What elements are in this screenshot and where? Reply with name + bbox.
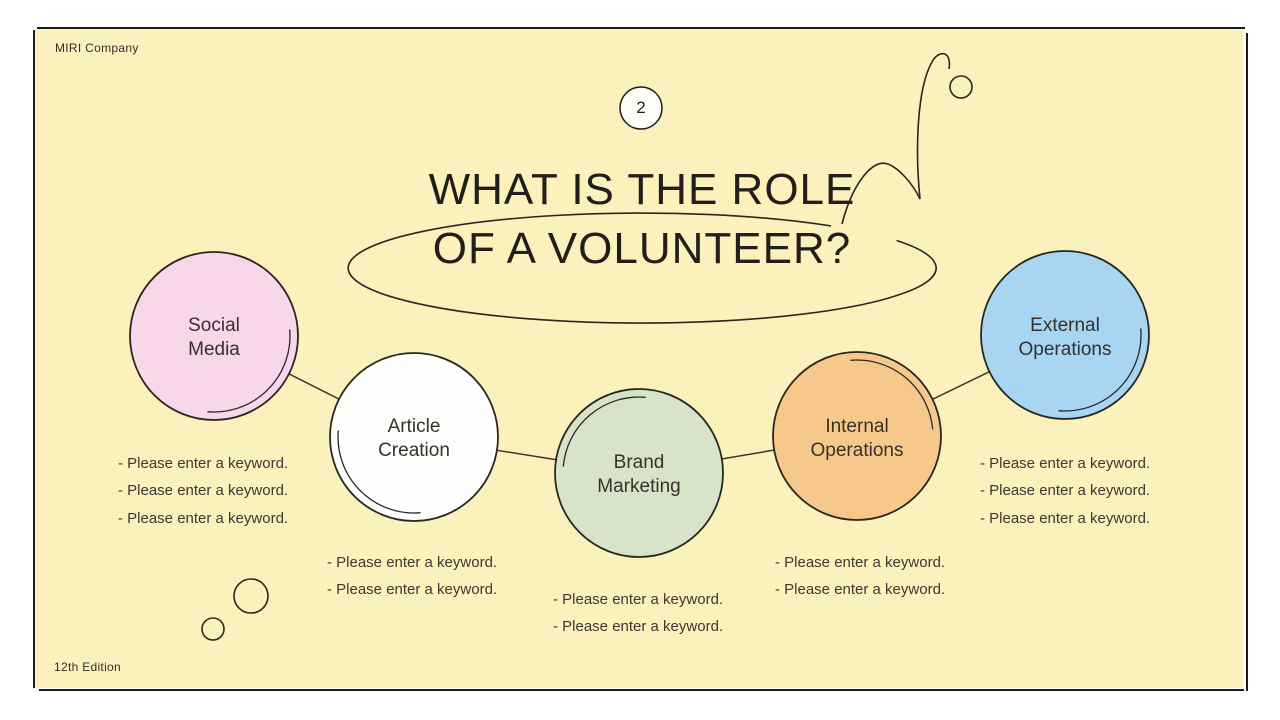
brand-marketing-label-line-2: Marketing	[597, 476, 681, 497]
social-media-keywords: - Please enter a keyword. - Please enter…	[118, 450, 288, 532]
internal-operations-label-line-1: Internal	[825, 416, 889, 437]
internal-operations-circle	[772, 351, 942, 521]
brand-marketing-inner-arc	[562, 396, 646, 467]
article-creation-label-line-1: Article	[387, 416, 441, 437]
flourish-tall-arc	[916, 52, 951, 200]
external-operations-label: External Operations	[980, 314, 1150, 362]
slide-title: WHAT IS THE ROLE OF A VOLUNTEER?	[330, 160, 954, 278]
social-media-label-line-2: Media	[188, 339, 240, 360]
article-creation-label: Article Creation	[329, 415, 499, 463]
article-creation-inner-arc	[337, 430, 421, 514]
page-number: 2	[636, 98, 646, 117]
social-media-inner-arc	[207, 329, 291, 413]
keyword-item: - Please enter a keyword.	[553, 618, 724, 636]
internal-operations-inner-arc	[850, 359, 934, 430]
internal-operations-label: Internal Operations	[772, 415, 942, 463]
social-media-circle	[129, 251, 299, 421]
external-operations-keywords: - Please enter a keyword. - Please enter…	[980, 450, 1150, 532]
article-creation-keywords: - Please enter a keyword. - Please enter…	[327, 549, 497, 604]
slide-title-line-1: WHAT IS THE ROLE	[428, 165, 856, 214]
keyword-item: - Please enter a keyword.	[775, 581, 946, 599]
page-number-circle	[619, 86, 663, 130]
keyword-item: - Please enter a keyword.	[118, 455, 289, 472]
social-media-label: Social Media	[129, 314, 299, 362]
internal-operations-keywords: - Please enter a keyword. - Please enter…	[775, 549, 945, 604]
social-media-label-line-1: Social	[188, 315, 240, 336]
decor-circle-large	[233, 578, 269, 614]
brand-marketing-label-line-1: Brand	[613, 452, 665, 473]
brand-marketing-label: Brand Marketing	[554, 451, 724, 499]
title-ellipse	[347, 212, 937, 324]
keyword-item: - Please enter a keyword.	[980, 509, 1151, 527]
decor-circle-small	[201, 617, 225, 641]
keyword-item: - Please enter a keyword.	[327, 581, 498, 599]
flourish-dot-circle	[949, 75, 973, 99]
external-operations-label-line-2: Operations	[1018, 339, 1112, 360]
keyword-item: - Please enter a keyword.	[775, 554, 946, 571]
flourish-small-arc	[841, 162, 921, 225]
slide-border	[33, 27, 1248, 691]
keyword-item: - Please enter a keyword.	[118, 509, 289, 527]
article-creation-label-line-2: Creation	[378, 440, 450, 461]
external-operations-label-line-1: External	[1030, 315, 1100, 336]
external-operations-circle	[980, 250, 1150, 420]
keyword-item: - Please enter a keyword.	[327, 554, 498, 571]
brand-marketing-circle	[554, 388, 724, 558]
external-operations-inner-arc	[1058, 328, 1142, 412]
internal-operations-label-line-2: Operations	[810, 440, 904, 461]
edition-label: 12th Edition	[54, 660, 121, 674]
keyword-item: - Please enter a keyword.	[553, 591, 724, 608]
slide-title-line-2: OF A VOLUNTEER?	[432, 224, 852, 273]
brand-marketing-keywords: - Please enter a keyword. - Please enter…	[553, 586, 723, 641]
company-label: MIRI Company	[55, 41, 139, 55]
keyword-item: - Please enter a keyword.	[118, 482, 289, 500]
keyword-item: - Please enter a keyword.	[980, 455, 1151, 472]
node-inner-arcs	[207, 328, 1142, 514]
article-creation-circle	[329, 352, 499, 522]
keyword-item: - Please enter a keyword.	[980, 482, 1151, 500]
